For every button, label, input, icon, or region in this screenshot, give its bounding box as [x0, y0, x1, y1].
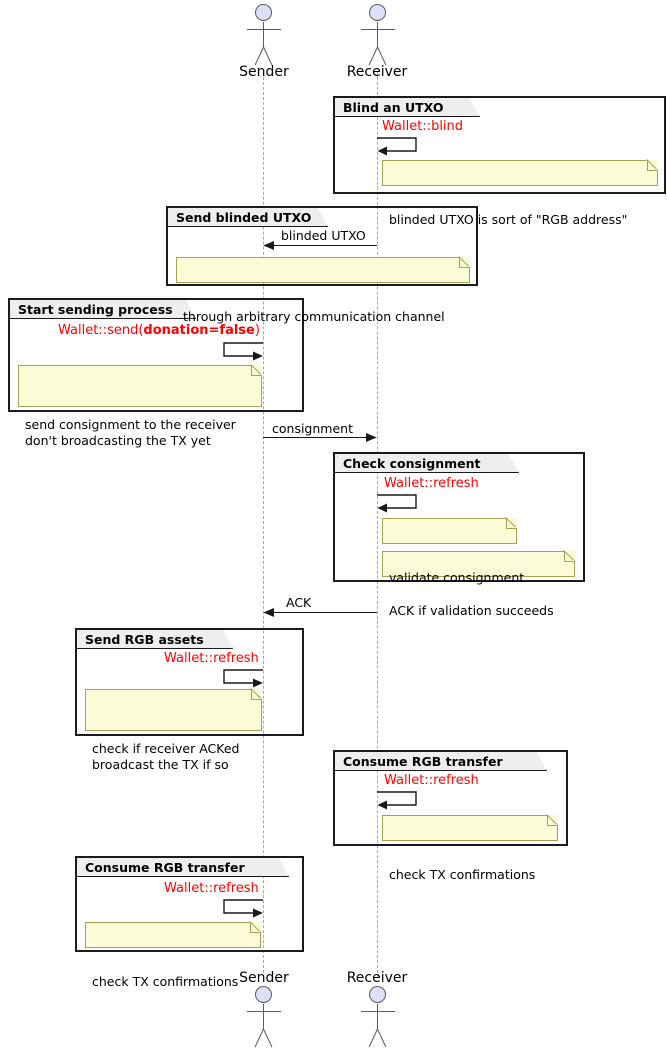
note-text: send consignment to the receiver don't b…	[25, 417, 236, 448]
actor-sender-top[interactable]	[234, 4, 294, 66]
note-text: check TX confirmations	[92, 974, 239, 989]
actor-leg-right-icon	[263, 46, 273, 66]
message-arrowhead-ack	[263, 607, 275, 618]
call-label-send-donation: Wallet::send(donation=false)	[58, 323, 260, 338]
note-ack-validation: ACK if validation succeeds	[382, 551, 575, 618]
note-text: ACK if validation succeeds	[389, 603, 554, 618]
actor-leg-left-icon	[254, 46, 264, 66]
note-fold-corner-icon	[547, 815, 558, 826]
actor-receiver-top[interactable]	[348, 4, 408, 66]
call-label-blind: Wallet::blind	[382, 119, 463, 134]
note-fold-corner-icon	[251, 689, 262, 700]
actor-leg-left-icon	[368, 46, 378, 66]
actor-arms-icon	[361, 29, 395, 30]
note-text: blinded UTXO is sort of "RGB address"	[389, 212, 628, 227]
message-line-ack	[264, 612, 377, 613]
note-fold-corner-icon	[251, 365, 262, 376]
group-title-send-rgb-assets: Send RGB assets	[85, 632, 204, 647]
message-label-ack: ACK	[286, 595, 312, 610]
note-validate-consignment: validate consignment	[382, 518, 524, 585]
actor-head-icon	[369, 986, 386, 1003]
actor-leg-right-icon	[377, 1028, 387, 1048]
group-consume-rgb-transfer-sender: Consume RGB transfer	[75, 856, 304, 952]
note-text: validate consignment	[389, 570, 525, 585]
actor-leg-right-icon	[377, 46, 387, 66]
note-send-consignment: send consignment to the receiver don't b…	[18, 365, 262, 448]
call-label-refresh-consume-sender: Wallet::refresh	[164, 881, 259, 896]
self-call-arrow-consume-receiver	[376, 790, 422, 810]
actor-label-receiver-top: Receiver	[346, 64, 408, 80]
call-label-bold: donation=false	[143, 323, 255, 338]
group-send-blinded-utxo: Send blinded UTXO	[166, 206, 478, 286]
note-arbitrary-channel: through arbitrary communication channel	[176, 257, 470, 324]
message-arrowhead-consignment	[365, 432, 377, 443]
message-arrowhead-blinded-utxo	[263, 240, 275, 251]
group-blind-an-utxo: Blind an UTXO	[333, 96, 666, 194]
call-label-text: Wallet::refresh	[164, 881, 259, 896]
actor-leg-left-icon	[254, 1028, 264, 1048]
call-label-text: Wallet::blind	[382, 119, 464, 134]
actor-label-receiver-bottom: Receiver	[346, 970, 408, 986]
actor-sender-bottom[interactable]	[234, 986, 294, 1048]
group-start-sending-process: Start sending process	[8, 298, 304, 412]
call-label-refresh-consume-receiver: Wallet::refresh	[384, 773, 479, 788]
group-title-consume-rgb-transfer-receiver: Consume RGB transfer	[343, 754, 503, 769]
lifeline-sender	[263, 72, 264, 978]
call-label-refresh-check: Wallet::refresh	[384, 476, 479, 491]
call-label-text: Wallet::refresh	[164, 651, 259, 666]
self-call-arrow-blind	[376, 136, 422, 156]
actor-leg-left-icon	[368, 1028, 378, 1048]
call-label-text: Wallet::refresh	[384, 476, 479, 491]
note-check-receiver-acked: check if receiver ACKed broadcast the TX…	[85, 689, 262, 772]
actor-head-icon	[255, 986, 272, 1003]
group-title-send-blinded-utxo: Send blinded UTXO	[176, 210, 312, 225]
self-call-arrow-send	[219, 341, 265, 361]
lifeline-receiver	[377, 72, 378, 978]
actor-arms-icon	[361, 1011, 395, 1012]
self-call-arrow-consume-sender	[219, 898, 265, 918]
self-call-arrow-check-consignment	[376, 493, 422, 513]
group-title-start-sending-process: Start sending process	[18, 302, 173, 317]
message-label-consignment: consignment	[272, 421, 353, 436]
call-label-suffix: )	[254, 323, 260, 338]
group-send-rgb-assets: Send RGB assets	[75, 628, 304, 736]
message-label-blinded-utxo: blinded UTXO	[281, 228, 366, 243]
group-title-consume-rgb-transfer-sender: Consume RGB transfer	[85, 860, 245, 875]
actor-arms-icon	[247, 29, 281, 30]
message-line-blinded-utxo	[264, 245, 377, 246]
call-label-text: Wallet::refresh	[384, 773, 479, 788]
actor-body-icon	[377, 1004, 378, 1030]
note-blinded-utxo-rgb-address: blinded UTXO is sort of "RGB address"	[382, 160, 658, 227]
actor-label-sender-top: Sender	[239, 64, 289, 80]
message-line-consignment	[263, 437, 376, 438]
note-text: through arbitrary communication channel	[183, 309, 445, 324]
note-check-tx-confirmations-sender: check TX confirmations	[85, 922, 261, 989]
actor-body-icon	[263, 22, 264, 48]
actor-arms-icon	[247, 1011, 281, 1012]
call-label-prefix: Wallet::send(	[58, 323, 144, 338]
note-fold-corner-icon	[250, 922, 261, 933]
note-check-tx-confirmations-receiver: check TX confirmations	[382, 815, 558, 882]
note-fold-corner-icon	[459, 257, 470, 268]
actor-head-icon	[369, 4, 386, 21]
actor-receiver-bottom[interactable]	[348, 986, 408, 1048]
actor-body-icon	[263, 1004, 264, 1030]
actor-label-sender-bottom: Sender	[239, 970, 289, 986]
actor-leg-right-icon	[263, 1028, 273, 1048]
note-text: check TX confirmations	[389, 867, 536, 882]
actor-head-icon	[255, 4, 272, 21]
note-fold-corner-icon	[564, 551, 575, 562]
group-title-check-consignment: Check consignment	[343, 456, 481, 471]
note-fold-corner-icon	[506, 518, 517, 529]
note-fold-corner-icon	[647, 160, 658, 171]
group-consume-rgb-transfer-receiver: Consume RGB transfer	[333, 750, 568, 846]
call-label-refresh-send-assets: Wallet::refresh	[164, 651, 259, 666]
actor-body-icon	[377, 22, 378, 48]
self-call-arrow-send-rgb-assets	[219, 668, 265, 688]
group-title-blind-an-utxo: Blind an UTXO	[343, 100, 444, 115]
group-check-consignment: Check consignment	[333, 452, 585, 582]
note-text: check if receiver ACKed broadcast the TX…	[92, 741, 240, 772]
